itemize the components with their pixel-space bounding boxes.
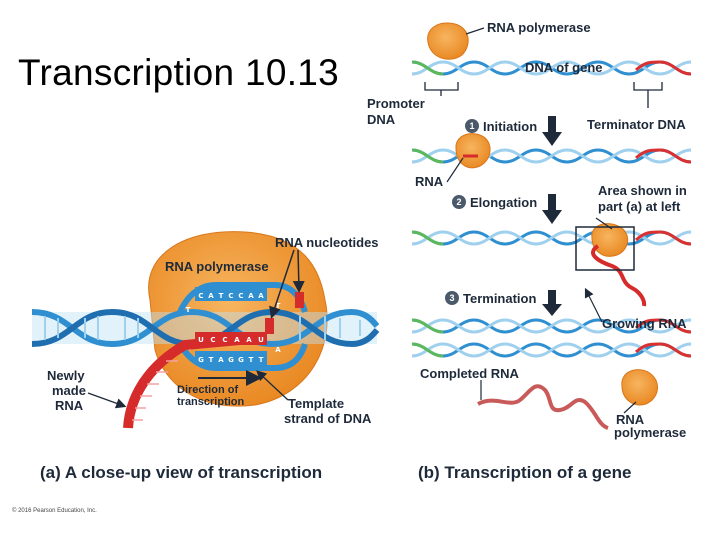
- panel-a: C A T C C A A T T G T A G G T T A A: [31, 231, 380, 482]
- label-promoter-1: Promoter: [367, 96, 425, 111]
- step-arrows: [542, 116, 562, 316]
- base-top-2: A: [208, 292, 214, 300]
- label-terminator: Terminator DNA: [587, 117, 686, 132]
- label-area-2: part (a) at left: [598, 199, 681, 214]
- dna-row-4: [411, 318, 692, 334]
- base-bottom-5: G: [238, 356, 244, 364]
- base-top-7: A: [258, 292, 264, 300]
- label-termination: Termination: [463, 291, 536, 306]
- label-rna: RNA: [415, 174, 444, 189]
- polymerase-b-top: [427, 22, 469, 60]
- base-top-0: T: [186, 306, 191, 314]
- rna-nucleotides: [265, 249, 305, 334]
- base-top-3: T: [219, 292, 224, 300]
- dna-row-3: [411, 223, 692, 307]
- label-rna-polymerase-end-1: RNA: [616, 412, 645, 427]
- label-rna-nucleotides: RNA nucleotides: [275, 235, 379, 250]
- label-dna-of-gene: DNA of gene: [525, 60, 603, 75]
- growing-rna-ribbon: [591, 244, 647, 307]
- label-area-1: Area shown in: [598, 183, 687, 198]
- rna-base-1: C: [210, 336, 215, 344]
- label-completed-rna: Completed RNA: [420, 366, 520, 381]
- base-bottom-1: G: [198, 356, 204, 364]
- base-bottom-8: A: [275, 346, 281, 354]
- caption-a: (a) A close-up view of transcription: [40, 463, 322, 482]
- dna-row-5: [411, 342, 692, 358]
- panel-b: 1 2 3 RNA polymerase DNA of gene Promote…: [367, 20, 692, 482]
- label-rna-polymerase-b: RNA polymerase: [487, 20, 591, 35]
- base-bottom-2: T: [209, 356, 214, 364]
- label-elongation: Elongation: [470, 195, 537, 210]
- completed-rna-ribbon: [477, 384, 609, 430]
- label-template-2: strand of DNA: [284, 411, 372, 426]
- label-newly-made-2: made: [52, 383, 86, 398]
- step-2-number: 2: [456, 197, 461, 207]
- rna-base-0: U: [198, 336, 204, 344]
- step-1-number: 1: [469, 121, 474, 131]
- rna-base-4: A: [246, 336, 252, 344]
- copyright: © 2016 Pearson Education, Inc.: [12, 507, 97, 514]
- slide-title: Transcription 10.13: [18, 52, 340, 93]
- caption-b: (b) Transcription of a gene: [418, 463, 631, 482]
- coding-bases: C A T C C A A T T: [186, 287, 281, 314]
- label-direction-1: Direction of: [177, 384, 238, 396]
- dna-row-2: [411, 133, 692, 169]
- step-3-number: 3: [449, 293, 454, 303]
- label-template-1: Template: [288, 396, 344, 411]
- base-top-6: A: [248, 292, 254, 300]
- label-initiation: Initiation: [483, 119, 537, 134]
- dna-row-1: [411, 60, 692, 76]
- base-bottom-3: A: [218, 356, 224, 364]
- polymerase-b-elongation: [591, 223, 629, 257]
- area-box: [575, 226, 635, 271]
- label-growing-rna: Growing RNA: [602, 316, 687, 331]
- base-bottom-6: T: [249, 356, 254, 364]
- base-top-1: C: [198, 292, 203, 300]
- rna-base-3: A: [234, 336, 240, 344]
- label-direction-2: transcription: [177, 396, 245, 408]
- rna-strand-a: U C C A A U: [123, 332, 267, 429]
- template-bases: G T A G G T T A A: [185, 344, 281, 365]
- base-bottom-4: G: [228, 356, 234, 364]
- terminator-bracket: [633, 82, 663, 91]
- polymerase-b-released: [621, 369, 658, 406]
- label-newly-made-1: Newly: [47, 368, 85, 383]
- base-top-5: C: [238, 292, 243, 300]
- label-rna-polymerase-a: RNA polymerase: [165, 259, 269, 274]
- label-rna-polymerase-end-2: polymerase: [614, 425, 686, 440]
- rna-base-5: U: [258, 336, 264, 344]
- base-bottom-7: T: [259, 356, 264, 364]
- polymerase-b-initiation: [455, 133, 491, 169]
- label-newly-made-3: RNA: [55, 398, 84, 413]
- label-promoter-2: DNA: [367, 112, 396, 127]
- template-strand-a: [177, 342, 308, 371]
- base-top-4: C: [228, 292, 233, 300]
- promoter-bracket: [424, 82, 459, 91]
- rna-base-2: C: [222, 336, 227, 344]
